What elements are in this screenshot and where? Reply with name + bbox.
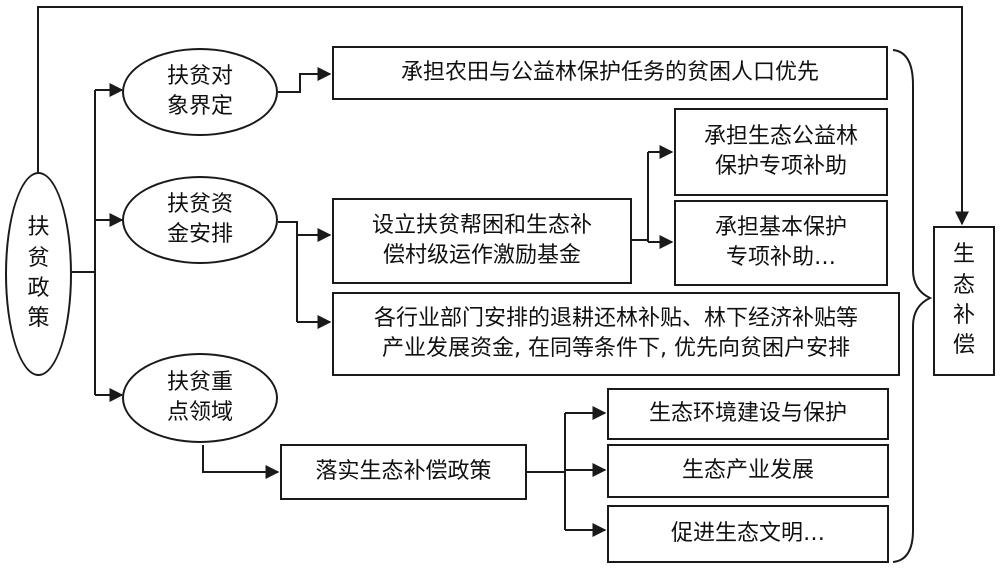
box-incentive-fund: 设立扶贫帮困和生态补偿村级运作激励基金 <box>332 198 632 284</box>
target-label: 生态补偿 <box>952 242 975 359</box>
box-eco-industry: 生态产业发展 <box>607 444 889 498</box>
e1-label: 扶贫对象界定 <box>166 63 233 119</box>
b3-label: 承担生态公益林保护专项补助 <box>703 123 858 179</box>
box-compensation-policy: 落实生态补偿政策 <box>280 444 527 500</box>
e2-branch-line <box>278 221 298 322</box>
b5-label: 各行业部门安排的退耕还林补贴、林下经济补贴等产业发展资金, 在同等条件下, 优先… <box>373 305 858 361</box>
b6-label: 落实生态补偿政策 <box>315 458 492 484</box>
e2-label: 扶贫资金安排 <box>166 191 233 247</box>
box-industry-funds: 各行业部门安排的退耕还林补贴、林下经济补贴等产业发展资金, 在同等条件下, 优先… <box>332 292 900 376</box>
ellipse-target-definition: 扶贫对象界定 <box>122 48 278 136</box>
right-brace <box>892 49 933 563</box>
b1-label: 承担农田与公益林保护任务的贫困人口优先 <box>400 59 819 85</box>
e3-label: 扶贫重点领域 <box>166 369 233 425</box>
ellipse-funding-arrangement: 扶贫资金安排 <box>122 176 278 264</box>
b8-label: 生态产业发展 <box>681 457 814 483</box>
box-ecological-compensation: 生态补偿 <box>933 226 995 376</box>
box-basic-protection-subsidy: 承担基本保护专项补助… <box>674 200 888 286</box>
ellipse-key-areas: 扶贫重点领域 <box>122 353 278 443</box>
b2-label: 设立扶贫帮困和生态补偿村级运作激励基金 <box>371 212 592 268</box>
b9-label: 促进生态文明… <box>670 520 825 546</box>
arrow-e3-to-b6 <box>202 445 280 479</box>
root-to-target-arrow <box>37 6 969 226</box>
root-node: 扶贫政策 <box>5 172 72 376</box>
arrow-e1-to-b1 <box>278 67 332 93</box>
box-forest-subsidy: 承担生态公益林保护专项补助 <box>674 108 888 196</box>
box-priority-population: 承担农田与公益林保护任务的贫困人口优先 <box>332 46 888 100</box>
b7-label: 生态环境建设与保护 <box>648 400 847 426</box>
root-label: 扶贫政策 <box>27 215 50 332</box>
b4-label: 承担基本保护专项补助… <box>714 214 847 270</box>
box-eco-civilization: 促进生态文明… <box>607 505 889 563</box>
box-environment-protection: 生态环境建设与保护 <box>607 388 889 440</box>
